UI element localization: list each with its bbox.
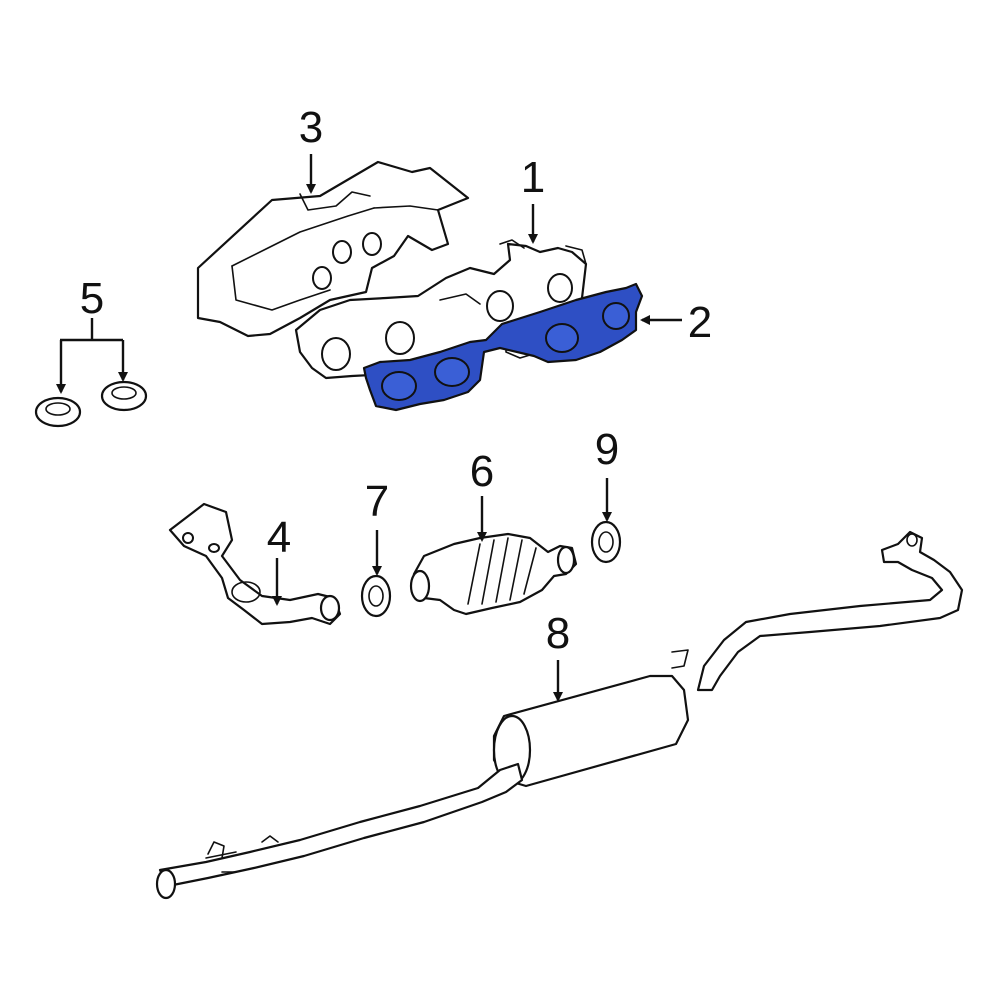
callout-5: 5 (80, 274, 104, 323)
gasket-port-1 (381, 371, 417, 401)
manifold-gasket-part-2[interactable] (362, 282, 644, 412)
callout-4: 4 (267, 513, 291, 562)
gasket-part-9[interactable] (590, 520, 622, 564)
callout-1: 1 (521, 153, 545, 202)
gasket-body (362, 282, 644, 412)
muffler-tailpipe-part-8[interactable] (155, 530, 964, 900)
heat-shield-part-3[interactable] (196, 160, 470, 338)
callout-3: 3 (299, 103, 323, 152)
callout-2: 2 (688, 298, 712, 347)
gasket-port-3 (545, 323, 579, 353)
callout-9: 9 (595, 425, 619, 474)
nut-part-5-left[interactable] (34, 396, 82, 428)
catalytic-converter-part-6[interactable] (409, 532, 578, 616)
front-pipe-part-4[interactable] (168, 502, 342, 626)
gasket-port-4 (602, 302, 630, 330)
callout-7: 7 (365, 477, 389, 526)
callout-labels: 1 2 3 4 5 6 7 8 9 (80, 103, 712, 658)
leader-5 (60, 318, 123, 342)
callout-6: 6 (470, 447, 494, 496)
gasket-port-2 (434, 357, 470, 387)
callout-8: 8 (546, 609, 570, 658)
gasket-part-7[interactable] (360, 574, 392, 618)
exhaust-manifold-part-1[interactable] (294, 239, 588, 380)
leader-lines (56, 154, 682, 702)
nut-part-5-right[interactable] (100, 380, 148, 412)
